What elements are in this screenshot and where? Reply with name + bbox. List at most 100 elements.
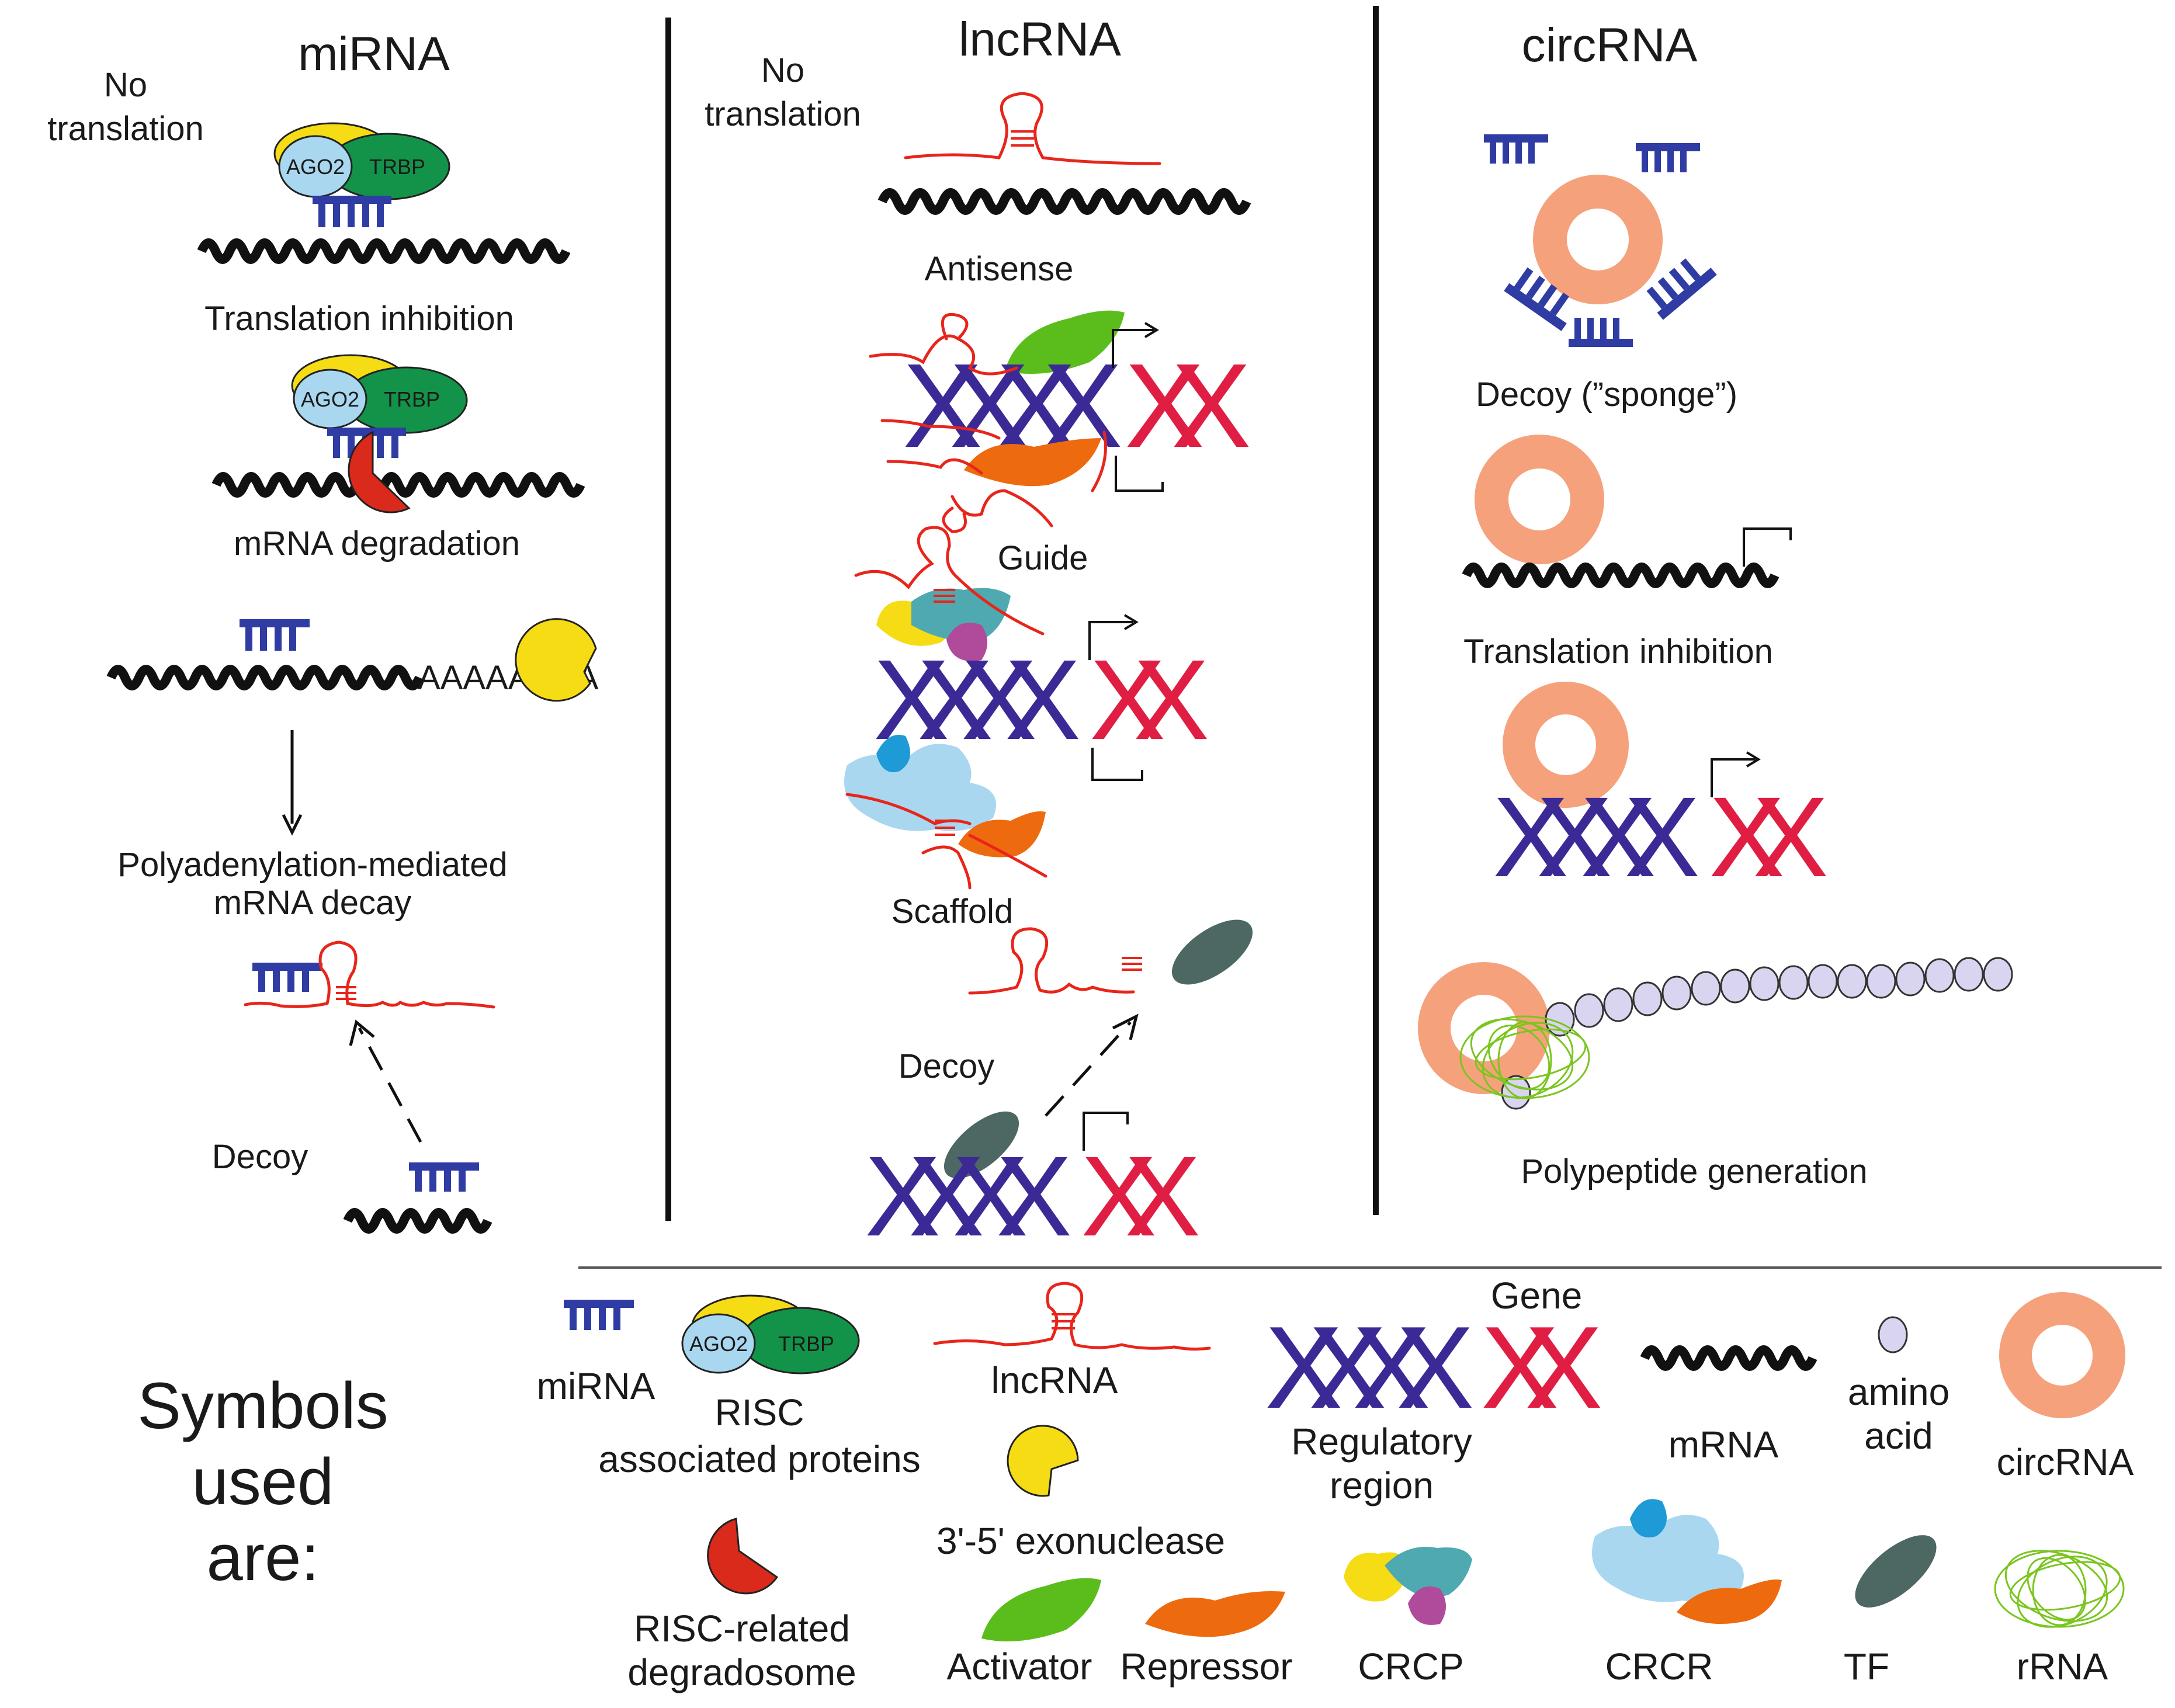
svg-text:X: X <box>1309 1303 1386 1433</box>
trbp-label: TRBP <box>778 1332 834 1356</box>
svg-text:X: X <box>1081 1133 1157 1260</box>
svg-text:X: X <box>952 1133 1028 1260</box>
svg-text:X: X <box>1171 339 1251 473</box>
svg-text:X: X <box>1133 636 1209 763</box>
circrna-icon <box>1503 682 1629 808</box>
legend-activator-icon <box>981 1578 1101 1641</box>
svg-text:X: X <box>865 1133 941 1260</box>
activator-icon <box>1005 310 1125 374</box>
risc-complex: AGO2 TRBP <box>273 122 450 200</box>
dashed-arrow <box>1045 1021 1132 1117</box>
legend-crcp-icon <box>1344 1547 1472 1625</box>
tss-marker <box>1091 748 1143 781</box>
legend-tf-icon <box>1855 1535 1937 1608</box>
circrna-column-title: circRNA <box>1522 19 1698 72</box>
mirna-icon <box>240 619 310 651</box>
stem-loop-rungs <box>1122 957 1142 971</box>
legend-mirna-icon <box>564 1300 634 1330</box>
svg-text:X: X <box>1090 636 1165 763</box>
ago2-label: AGO2 <box>301 387 359 411</box>
mirna-no-translation-label-line2: translation <box>47 110 204 148</box>
mirna-decoy-label: Decoy <box>212 1138 308 1176</box>
lncrna-strand <box>904 92 1161 165</box>
arrow-head <box>1112 1013 1139 1040</box>
svg-text:X: X <box>1005 636 1081 763</box>
gene-region: X X X X X X <box>903 339 1251 473</box>
svg-text:X: X <box>996 1133 1072 1260</box>
mirna-icon <box>1504 267 1569 331</box>
rrna-icon <box>1459 1015 1590 1099</box>
circrna-decoy-sponge-label: Decoy (”sponge”) <box>1476 376 1737 414</box>
legend-exonuclease-icon <box>1007 1425 1079 1497</box>
legend-degradosome-label-line1: RISC-related <box>634 1608 850 1650</box>
circrna-translation-inhibition-label: Translation inhibition <box>1463 633 1773 671</box>
mirna-icon <box>1646 258 1717 320</box>
legend-amino-acid-label-line2: acid <box>1864 1415 1933 1457</box>
tf-icon <box>1171 919 1253 985</box>
tss-arrow <box>1112 329 1154 368</box>
repressor-icon <box>958 811 1046 858</box>
legend-tf-label: TF <box>1844 1645 1889 1688</box>
lncrna-guide-label: Guide <box>998 539 1088 577</box>
tss-marker <box>1115 456 1164 492</box>
trbp-label: TRBP <box>384 387 440 411</box>
svg-text:X: X <box>1525 1303 1602 1433</box>
legend-exonuclease-label: 3'-5' exonuclease <box>936 1520 1225 1562</box>
mirna-translation-inhibition-label: Translation inhibition <box>204 300 514 338</box>
stem-loop-rungs <box>1011 130 1034 147</box>
risc-complex: AGO2 TRBP <box>291 354 468 434</box>
degradosome-icon <box>348 431 411 513</box>
tss-arrow <box>1088 621 1133 660</box>
legend-circrna-icon <box>1999 1292 2125 1418</box>
legend-circrna-label: circRNA <box>1997 1441 2134 1483</box>
legend-lncrna-label: lncRNA <box>991 1359 1118 1401</box>
tss-marker <box>1083 1112 1129 1151</box>
legend-regulatory-label-line1: Regulatory <box>1291 1421 1472 1463</box>
mirna-icon <box>409 1162 479 1192</box>
legend-degradosome-label-line2: degradosome <box>627 1651 856 1693</box>
legend-amino-acid-icon <box>1878 1316 1908 1353</box>
mrna-strand <box>106 665 424 690</box>
lncrna-strand <box>244 940 495 1009</box>
exonuclease-icon <box>515 618 597 702</box>
mrna-strand <box>197 238 571 264</box>
legend-mirna-label: miRNA <box>537 1365 655 1407</box>
legend-rrna-icon <box>1994 1550 2125 1628</box>
mirna-icon <box>1484 134 1548 164</box>
legend-risc-label-line1: RISC <box>715 1391 804 1433</box>
lncrna-antisense-label: Antisense <box>925 250 1074 288</box>
legend-heading-line3: are: <box>207 1521 320 1594</box>
lncrna-decoy-label: Decoy <box>899 1047 994 1085</box>
legend-mrna-label: mRNA <box>1668 1424 1779 1466</box>
legend-gene-icon: X X X X X X <box>1265 1303 1602 1433</box>
svg-text:X: X <box>1536 773 1612 901</box>
tss-arrow-head <box>1746 751 1761 768</box>
svg-text:X: X <box>1481 1303 1559 1433</box>
svg-text:X: X <box>1493 773 1569 901</box>
lncrna-scaffold-label: Scaffold <box>891 893 1014 931</box>
legend-crcr-label: CRCR <box>1605 1645 1713 1688</box>
svg-text:X: X <box>1624 773 1700 901</box>
mrna-strand <box>1462 563 1779 588</box>
legend-gene-label: Gene <box>1491 1275 1583 1317</box>
legend-rrna-label: rRNA <box>2017 1645 2108 1688</box>
mrna-strand <box>343 1208 492 1234</box>
mirna-mrna-degradation-label: mRNA degradation <box>234 525 520 563</box>
mirna-polyadenylation-label-line2: mRNA decay <box>214 884 411 922</box>
stem-loop-rungs <box>336 986 356 1000</box>
polypeptide-chain <box>1501 957 2013 1110</box>
legend-repressor-label: Repressor <box>1120 1645 1292 1688</box>
mirna-icon <box>1569 318 1633 347</box>
svg-text:X: X <box>1125 339 1205 473</box>
ago2-label: AGO2 <box>689 1332 748 1356</box>
lncrna-no-translation-label-line2: translation <box>705 95 861 133</box>
legend-activator-label: Activator <box>947 1645 1092 1688</box>
svg-text:X: X <box>961 636 1037 763</box>
tss-marker <box>1743 527 1792 567</box>
crcp-purple <box>946 622 987 661</box>
legend-lncrna-icon <box>933 1282 1211 1351</box>
repressor-icon <box>964 438 1101 487</box>
tss-arrow-head <box>1144 322 1159 338</box>
tf-icon <box>943 1111 1019 1179</box>
